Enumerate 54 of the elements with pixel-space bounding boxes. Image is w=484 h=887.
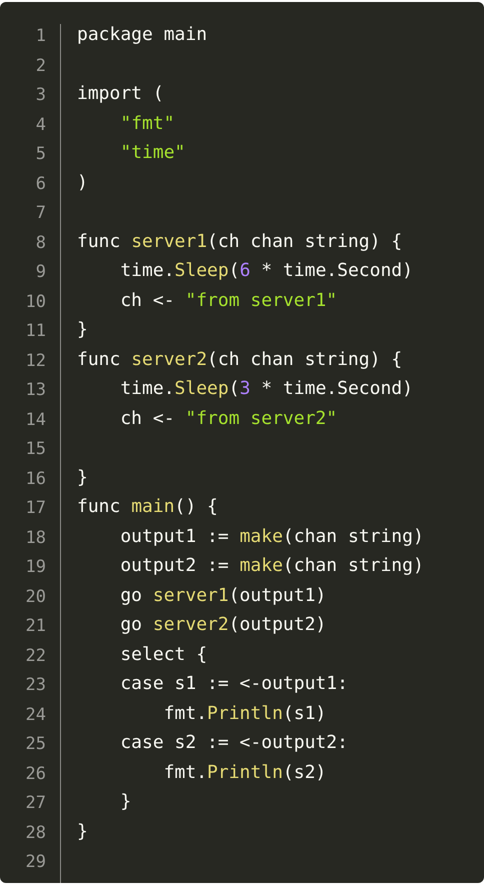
code-line: } [77, 319, 88, 341]
line-number: 27 [24, 792, 46, 814]
code-line: func server1(ch chan string) { [77, 230, 402, 252]
code-line: import ( [77, 83, 164, 105]
line-number: 12 [24, 350, 46, 372]
code-line: output2 := make(chan string) [119, 555, 424, 577]
code-line: func server2(ch chan string) { [77, 348, 402, 370]
code-line: "fmt" [119, 112, 175, 134]
line-number: 18 [24, 526, 46, 548]
line-number: 8 [34, 232, 46, 254]
code-line: time.Sleep(6 * time.Second) [119, 260, 413, 282]
code-line: package main [77, 24, 208, 46]
line-number: 6 [34, 172, 46, 194]
code-line: } [77, 820, 88, 842]
line-number: 20 [24, 586, 46, 608]
line-number: 13 [24, 379, 46, 401]
code-line: case s2 := <-output2: [119, 732, 348, 754]
line-number: 22 [24, 644, 46, 666]
code-line: ch <- "from server2" [119, 408, 338, 430]
code-line: } [77, 466, 88, 488]
line-number: 2 [34, 54, 46, 76]
code-line: fmt.Println(s1) [162, 702, 326, 724]
line-number: 25 [24, 733, 46, 755]
code-line: } [119, 791, 132, 813]
code-line: time.Sleep(3 * time.Second) [119, 378, 413, 400]
line-number: 3 [34, 84, 46, 106]
line-number: 15 [24, 438, 46, 460]
code-line: select { [119, 644, 208, 666]
line-number: 23 [24, 674, 46, 696]
line-number: 14 [24, 408, 46, 430]
line-number: 7 [34, 202, 46, 224]
code-line: go server1(output1) [119, 584, 326, 606]
code-line: fmt.Println(s2) [162, 762, 326, 784]
line-number: 17 [24, 497, 46, 519]
code-line: go server2(output2) [119, 614, 326, 636]
line-number: 19 [24, 556, 46, 578]
line-number: 1 [34, 25, 46, 47]
line-number: 26 [24, 762, 46, 784]
code-line: case s1 := <-output1: [119, 673, 348, 695]
line-number: 10 [24, 290, 46, 312]
line-number: 21 [24, 615, 46, 637]
code-line: ) [77, 172, 88, 194]
line-number: 11 [24, 320, 46, 342]
code-line: ch <- "from server1" [119, 290, 338, 312]
line-number: 16 [24, 468, 46, 490]
line-number: 9 [34, 261, 46, 283]
code-line: "time" [119, 142, 186, 164]
line-number: 28 [24, 822, 46, 844]
code-line: output1 := make(chan string) [119, 526, 424, 548]
code-line: func main() { [77, 496, 218, 518]
line-number: 24 [24, 704, 46, 726]
line-number: 4 [34, 114, 46, 136]
line-number: 29 [24, 851, 46, 873]
line-number: 5 [34, 143, 46, 165]
